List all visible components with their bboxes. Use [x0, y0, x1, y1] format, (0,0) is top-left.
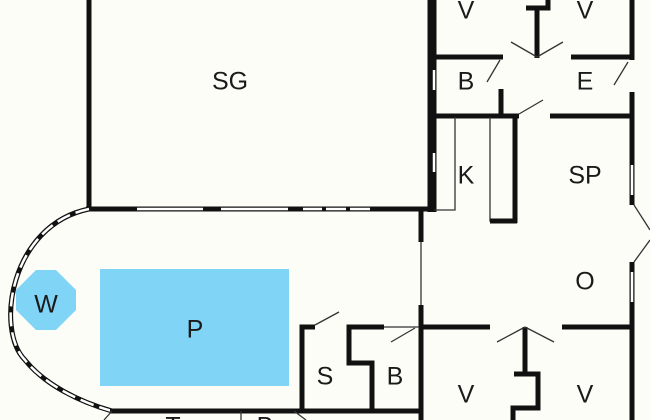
room-label-v: V	[458, 0, 475, 25]
room-label-k: K	[458, 162, 475, 190]
room-labels: SG V V B E K SP O P W S B V V T B	[34, 0, 601, 420]
room-label-b: B	[458, 68, 475, 96]
room-label-p: P	[187, 316, 204, 344]
room-label-v: V	[577, 0, 594, 25]
room-label-v: V	[458, 381, 475, 409]
room-label-b: B	[257, 413, 274, 420]
room-label-s: S	[317, 363, 334, 391]
room-label-v: V	[577, 381, 594, 409]
room-label-sg: SG	[212, 68, 248, 96]
room-label-e: E	[577, 68, 594, 96]
walls	[8, 0, 650, 420]
room-label-o: O	[575, 268, 594, 296]
room-label-w: W	[34, 291, 58, 319]
room-label-t: T	[165, 413, 180, 420]
whirlpool	[16, 270, 76, 330]
room-label-sp: SP	[568, 162, 601, 190]
pool	[100, 269, 289, 386]
room-label-b: B	[387, 363, 404, 391]
